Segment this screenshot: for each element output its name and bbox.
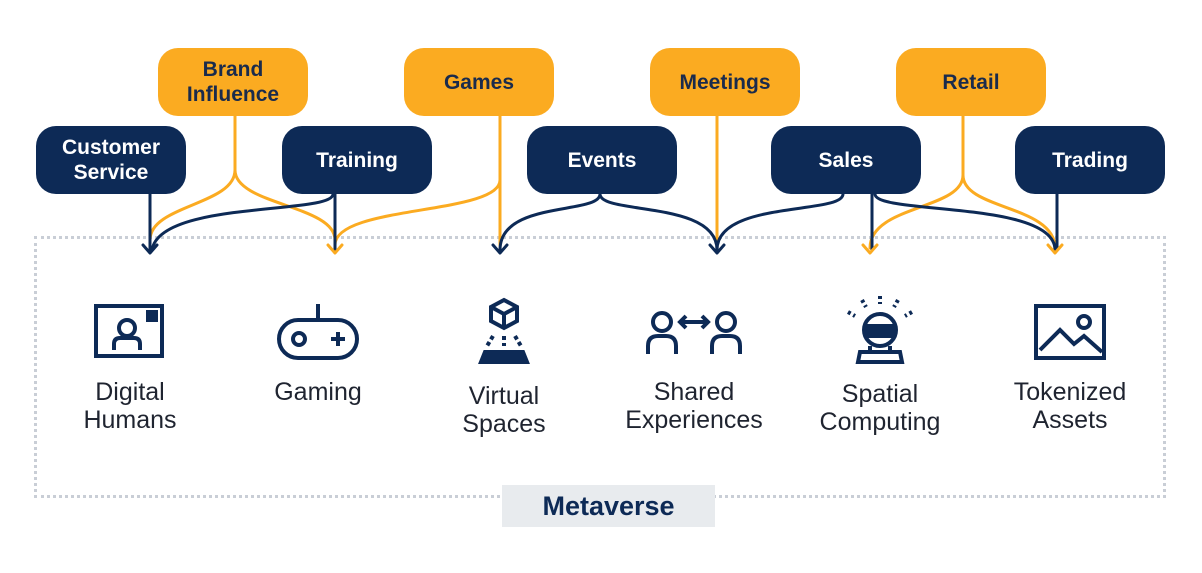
hologram-cube-icon	[478, 297, 530, 364]
arrowhead-shared	[708, 243, 726, 255]
connector-training-digital-humans	[150, 192, 335, 252]
capability-digital-humans: Digital Humans	[40, 300, 220, 434]
gamepad-icon	[277, 304, 359, 360]
capability-label: Spatial Computing	[819, 380, 941, 436]
driver-meetings: Meetings	[650, 48, 800, 116]
arrowhead-digital-humans	[141, 243, 159, 255]
capability-label: Tokenized Assets	[1013, 378, 1127, 434]
capability-label: Gaming	[274, 378, 362, 406]
driver-games: Games	[404, 48, 554, 116]
arrowhead-tokenized	[1046, 243, 1064, 255]
arrowhead-gaming	[326, 243, 344, 255]
arrowhead-virtual-spaces	[491, 243, 509, 255]
driver-sales: Sales	[771, 126, 921, 194]
driver-trading: Trading	[1015, 126, 1165, 194]
driver-training: Training	[282, 126, 432, 194]
metaverse-label: Metaverse	[502, 485, 715, 527]
connector-sales-tokenized	[873, 192, 1057, 252]
capability-label: Shared Experiences	[625, 378, 763, 434]
connector-brand-digital-humans	[148, 114, 237, 242]
driver-customer-service: Customer Service	[36, 126, 186, 194]
vr-headset-icon	[847, 296, 913, 364]
digital-human-icon	[94, 304, 164, 358]
capability-label: Virtual Spaces	[462, 382, 546, 438]
driver-events: Events	[527, 126, 677, 194]
driver-retail: Retail	[896, 48, 1046, 116]
driver-brand-influence: Brand Influence	[158, 48, 308, 116]
capability-shared-experiences: Shared Experiences	[604, 300, 784, 434]
connector-retail-tokenized	[961, 173, 1057, 250]
capability-gaming: Gaming	[228, 300, 408, 406]
capability-spatial-computing: Spatial Computing	[790, 294, 970, 436]
arrowhead-spatial	[861, 243, 879, 255]
connector-events-shared	[598, 192, 719, 252]
capability-virtual-spaces: Virtual Spaces	[414, 296, 594, 438]
connector-brand-gaming	[233, 168, 337, 242]
capability-tokenized-assets: Tokenized Assets	[980, 300, 1160, 434]
connector-sales-shared	[715, 192, 845, 252]
connector-games-gaming	[333, 114, 502, 247]
image-asset-icon	[1034, 304, 1106, 360]
connector-events-virtual-spaces	[498, 192, 602, 252]
people-exchange-icon	[646, 311, 742, 354]
capability-label: Digital Humans	[83, 378, 177, 434]
